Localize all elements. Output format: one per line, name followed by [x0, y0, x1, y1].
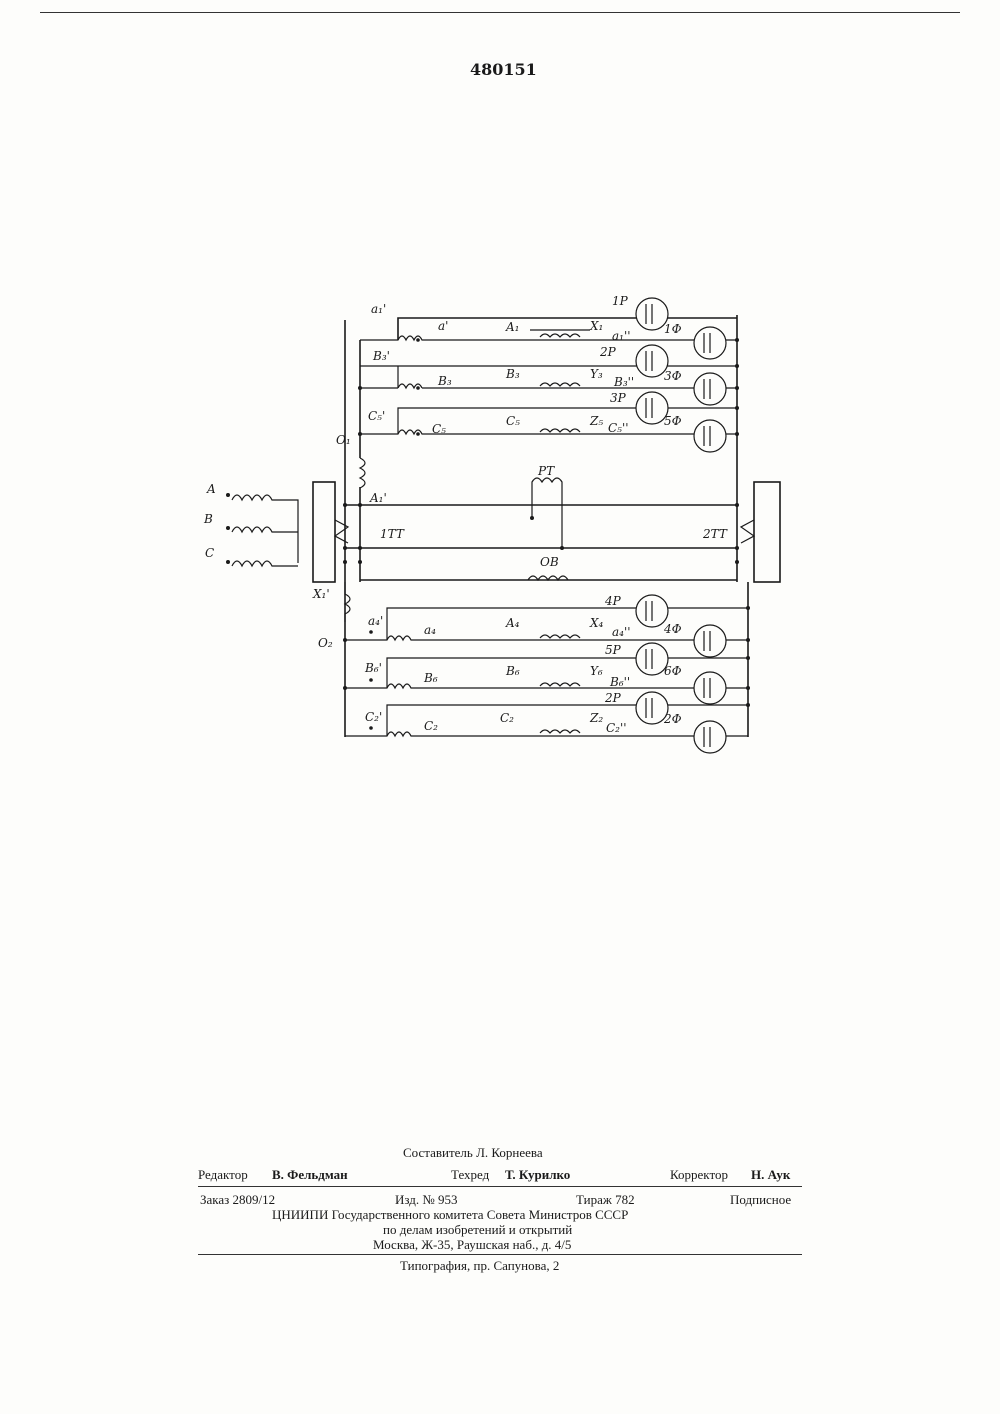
label-top-wire-2: B₃: [437, 374, 452, 388]
label-top-relay-3: 3P: [610, 391, 627, 405]
label-bottom-lamp-1: 4Ф: [663, 622, 682, 636]
label-bottom-out-1: a₄'': [612, 625, 631, 639]
label-top-out-2: B₃'': [613, 375, 634, 389]
label-bottom-tap-3: C₂': [365, 710, 382, 724]
org-line-1: ЦНИИПИ Государственного комитета Совета …: [272, 1207, 628, 1223]
subscription: Подписное: [730, 1192, 791, 1208]
label-top-lamp-2: 3Ф: [664, 369, 682, 383]
label-bottom-end-1: X₄: [589, 616, 604, 630]
label-top-tap-3: C₅': [368, 409, 385, 423]
label-top-tap-1: a₁': [371, 302, 386, 316]
label-bottom-wire-2: B₆: [423, 671, 438, 685]
label-bottom-tap-1: a₄': [368, 614, 383, 628]
label-bottom-relay-1: 4P: [604, 594, 622, 608]
label-top-end-1: X₁: [589, 319, 603, 333]
label-relay-center: PT: [537, 464, 555, 478]
label-bottom-out-2: B₆'': [609, 675, 630, 689]
label-bottom-choke-3: C₂: [500, 711, 514, 725]
label-top-lamp-1: 1Ф: [664, 322, 682, 336]
label-neutral-bottom: O₂: [318, 636, 333, 650]
editor-name: В. Фельдман: [272, 1167, 348, 1183]
editor-label: Редактор: [198, 1167, 248, 1183]
top-phase-rows: [358, 318, 739, 436]
imprint-rule-2: [198, 1254, 802, 1255]
compiler-line: Составитель Л. Корнеева: [403, 1145, 543, 1161]
label-bottom-choke-2: B₆: [505, 664, 520, 678]
label-top-choke-2: B₃: [505, 367, 520, 381]
label-top-choke-3: C₅: [506, 414, 520, 428]
label-neutral-top: O₁: [336, 433, 351, 447]
source-label-a: A: [206, 482, 216, 496]
label-bottom-lamp-3: 2Ф: [663, 712, 682, 726]
label-top-wire-3: C₅: [432, 422, 446, 436]
label-bottom-choke-1: A₄: [505, 616, 520, 630]
org-line-2: по делам изобретений и открытий: [383, 1222, 572, 1238]
source-coils: A B C: [203, 482, 298, 566]
label-top-tap-2: B₃': [372, 349, 390, 363]
label-top-out-3: C₅'': [608, 421, 629, 435]
label-bottom-relay-2: 5P: [605, 643, 622, 657]
source-label-c: C: [205, 546, 214, 560]
label-top-choke-1: A₁: [505, 320, 519, 334]
label-field-winding: OB: [540, 555, 559, 569]
label-bottom-end-3: Z₂: [589, 711, 603, 725]
label-bottom-wire-1: a₄: [424, 623, 436, 637]
label-top-wire-1: a': [438, 319, 448, 333]
label-top-lamp-3: 5Ф: [664, 414, 682, 428]
imprint-rule-1: [198, 1186, 802, 1187]
org-line-3: Москва, Ж-35, Раушская наб., д. 4/5: [373, 1237, 571, 1253]
corrector-label: Корректор: [670, 1167, 728, 1183]
label-top-end-2: Y₃: [590, 367, 603, 381]
tech-name: Т. Курилко: [505, 1167, 570, 1183]
printer-line: Типография, пр. Сапунова, 2: [400, 1258, 559, 1274]
label-bus-top: A₁': [369, 491, 387, 505]
circulation: Тираж 782: [576, 1192, 635, 1208]
label-ct-right: 2TT: [702, 527, 728, 541]
source-label-b: B: [203, 512, 213, 526]
label-top-out-1: a₁'': [612, 329, 631, 343]
label-ct-left: 1TT: [380, 527, 405, 541]
label-bottom-out-3: C₂'': [606, 721, 627, 735]
label-bottom-end-2: Y₆: [590, 664, 603, 678]
circuit-diagram: A B C: [0, 0, 1000, 800]
label-top-relay-2: 2P: [599, 345, 617, 359]
label-top-end-3: Z₅: [589, 414, 603, 428]
label-top-relay-1: 1P: [612, 294, 629, 308]
bottom-phase-rows: [343, 606, 750, 736]
label-bottom-relay-3: 2P: [604, 691, 622, 705]
label-bottom-lamp-2: 6Ф: [664, 664, 682, 678]
label-bottom-tap-2: B₆': [364, 661, 382, 675]
main-buses: [343, 315, 748, 737]
tech-label: Техред: [451, 1167, 489, 1183]
corrector-name: Н. Аук: [751, 1167, 790, 1183]
label-bus-bottom: X₁': [312, 587, 330, 601]
order-number: Заказ 2809/12: [200, 1192, 275, 1208]
edition-number: Изд. № 953: [395, 1192, 458, 1208]
label-bottom-wire-3: C₂: [424, 719, 438, 733]
